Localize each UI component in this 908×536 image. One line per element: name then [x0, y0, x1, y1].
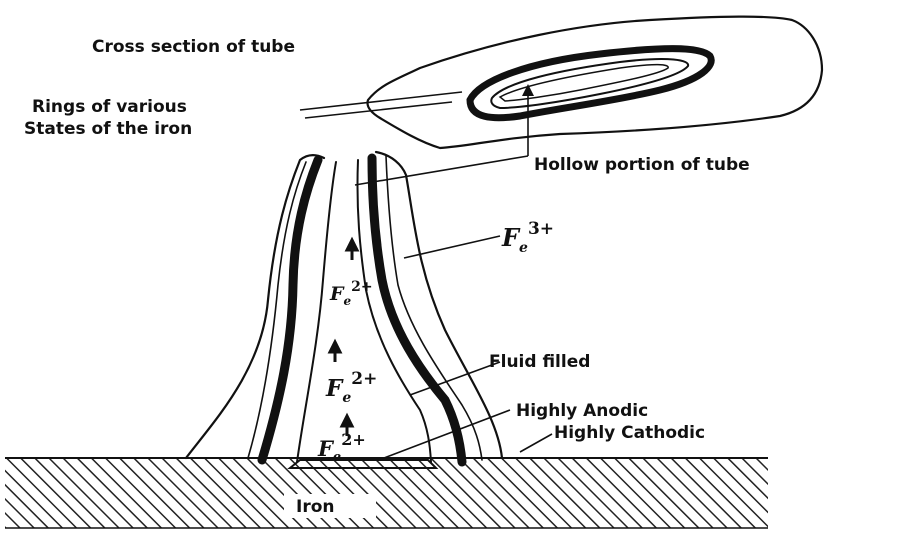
cathodic-leader	[520, 434, 552, 452]
tube-right-thin	[386, 156, 482, 460]
label-rings-line1: Rings of various	[32, 97, 187, 117]
flow-arrows	[330, 240, 357, 436]
label-fluid: Fluid filled	[489, 352, 590, 372]
tube-outer-right	[376, 152, 502, 458]
iron-label: Iron	[296, 497, 335, 517]
up-arrow-icon	[330, 342, 340, 362]
tube-right-ring	[372, 158, 462, 462]
label-cross-section: Cross section of tube	[92, 37, 295, 57]
anodic-leader	[384, 410, 510, 458]
tube-left-ring	[262, 160, 318, 460]
ion-fe2-middle: Fe2+	[325, 369, 377, 406]
rings-leader-top	[300, 92, 462, 110]
rings-leader-bottom	[305, 102, 452, 118]
ion-fe2-upper: Fe2+	[329, 279, 373, 308]
label-hollow: Hollow portion of tube	[534, 155, 750, 175]
label-anodic: Highly Anodic	[516, 401, 648, 421]
hollow-leader-to-tube	[355, 156, 528, 185]
ion-fe3: Fe3+	[501, 219, 554, 256]
label-cathodic: Highly Cathodic	[554, 423, 705, 443]
cross-section	[368, 17, 823, 148]
cross-section-outline	[368, 17, 823, 148]
label-rings-line2: States of the iron	[24, 119, 192, 139]
up-arrow-icon	[347, 240, 357, 260]
